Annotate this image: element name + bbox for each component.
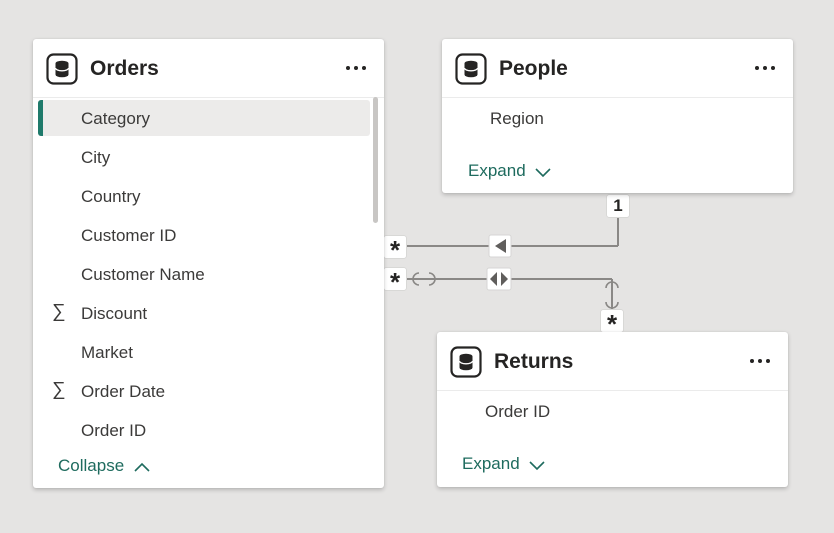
table-card-returns[interactable]: Returns Order ID Expand [437,332,788,487]
collapse-button[interactable]: Collapse [58,456,151,476]
field-label: Category [81,109,150,128]
table-card-orders[interactable]: Orders Category City Country Customer ID… [33,39,384,488]
expand-label: Expand [462,454,520,473]
more-options-button[interactable] [751,59,779,77]
table-card-people[interactable]: People Region Expand [442,39,793,193]
chevron-up-icon [134,462,150,472]
sigma-icon: ∑ [52,301,66,322]
table-icon [46,53,78,85]
field-row[interactable]: Country [38,178,370,214]
field-label: Order ID [81,421,147,440]
table-title: Orders [90,57,159,80]
optional-markers [412,272,619,309]
table-title: Returns [494,350,574,373]
field-row[interactable]: Market [38,334,370,370]
table-icon [455,53,487,85]
collapse-label: Collapse [58,456,125,475]
table-icon [450,346,482,378]
field-label: Customer Name [81,265,205,284]
card-header: Orders [33,39,384,98]
scrollbar[interactable] [373,97,378,223]
filter-direction-both[interactable] [486,267,512,291]
arrow-right-icon [501,272,508,286]
field-label: Order ID [485,402,551,421]
field-row[interactable]: Customer Name [38,256,370,292]
field-label: City [81,148,111,167]
cardinality-one-people: 1 [607,195,629,217]
expand-label: Expand [468,161,526,180]
more-options-button[interactable] [746,352,774,370]
field-row[interactable]: Order ID [38,412,370,448]
field-label: Order Date [81,382,166,401]
field-row[interactable]: Category [38,100,370,136]
expand-button[interactable]: Expand [462,454,546,474]
cardinality-many-orders-returns: * [384,268,406,296]
cardinality-many-orders-people: * [384,236,406,264]
relationship-people-orders[interactable] [407,218,619,247]
card-header: People [442,39,793,98]
expand-button[interactable]: Expand [468,161,552,181]
field-row[interactable]: City [38,139,370,175]
field-row[interactable]: ∑ Discount [38,295,370,331]
chevron-down-icon [535,167,551,177]
more-options-button[interactable] [342,59,370,77]
arrow-left-icon [490,272,497,286]
field-row[interactable]: Order ID [442,393,774,429]
field-label: Region [490,109,544,128]
filter-direction-single[interactable] [488,234,512,258]
cardinality-many-returns: * [601,310,623,338]
arrow-left-icon [495,239,506,253]
card-header: Returns [437,332,788,391]
field-row[interactable]: Region [447,100,779,136]
field-label: Country [81,187,141,206]
chevron-down-icon [529,460,545,470]
field-label: Customer ID [81,226,177,245]
field-label: Market [81,343,133,362]
table-title: People [499,57,568,80]
field-row[interactable]: ∑ Order Date [38,373,370,409]
sigma-icon: ∑ [52,379,66,400]
field-row[interactable]: Customer ID [38,217,370,253]
field-label: Discount [81,304,148,323]
